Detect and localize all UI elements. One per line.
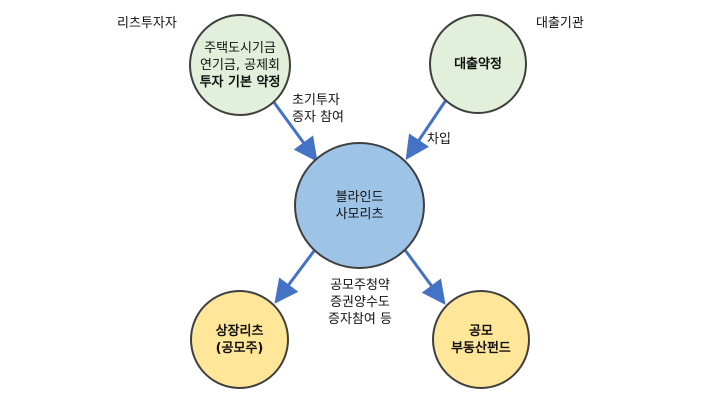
loan-line1: 대출약정 — [454, 56, 502, 72]
initial-investment-line2: 증자 참여 — [292, 110, 344, 125]
blind-reit-node: 블라인드 사모리츠 — [294, 142, 425, 269]
public-offering-line3: 증자참여 등 — [328, 312, 392, 327]
investors-node: 주택도시기금 연기금, 공제회 투자 기본 약정 — [189, 14, 291, 116]
initial-investment-line1: 초기투자 — [292, 93, 340, 108]
public-offering-line1: 공모주청약 — [330, 278, 390, 293]
loan-node: 대출약정 — [429, 14, 527, 114]
public-fund-node: 공모 부동산펀드 — [432, 290, 530, 389]
investors-line2: 연기금, 공제회 — [199, 57, 281, 73]
investors-line1: 주택도시기금 — [204, 40, 276, 56]
arrow-blind-to-listed — [274, 250, 316, 304]
borrowing-label: 차입 — [427, 132, 451, 147]
arrow-investors-to-blind — [271, 100, 318, 162]
arrow-loan-to-blind — [405, 99, 448, 160]
public-offering-line2: 증권양수도 — [330, 295, 390, 310]
listed-line1: 상장리츠 — [215, 323, 264, 339]
blind-line2: 사모리츠 — [335, 206, 384, 222]
initial-investment-label: 초기투자 증자 참여 — [292, 92, 344, 126]
listed-reit-node: 상장리츠 (공모주) — [190, 290, 289, 389]
public-offering-label: 공모주청약 증권양수도 증자참여 등 — [321, 277, 399, 328]
lender-label: 대출기관 — [536, 16, 584, 31]
fund-line1: 공모 — [469, 323, 493, 339]
fund-line2: 부동산펀드 — [451, 340, 511, 356]
reit-investor-label: 리츠투자자 — [117, 16, 177, 31]
blind-line1: 블라인드 — [335, 189, 384, 205]
listed-line2: (공모주) — [215, 340, 264, 356]
arrow-blind-to-fund — [403, 249, 446, 305]
investors-line3: 투자 기본 약정 — [199, 74, 281, 90]
